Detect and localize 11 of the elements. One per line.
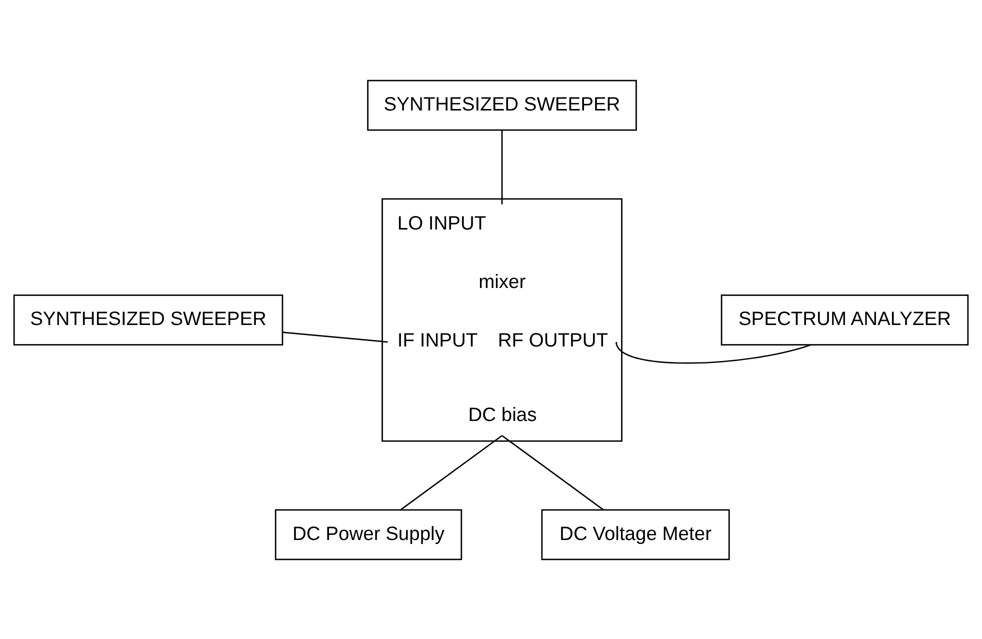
connector: [501, 130, 503, 204]
node-box: DC Voltage Meter: [541, 508, 730, 560]
connector: [616, 341, 812, 364]
node-box: SYNTHESIZED SWEEPER: [13, 294, 284, 345]
node-box: DC Power Supply: [274, 508, 462, 560]
node-box: SYNTHESIZED SWEEPER: [367, 79, 637, 130]
node-box: SPECTRUM ANALYZER: [720, 294, 969, 345]
connector: [502, 434, 604, 510]
node-box: LO INPUT mixer IF INPUT RF OUTPUT DC bias: [382, 198, 622, 442]
connector: [282, 331, 388, 342]
connector: [400, 434, 502, 510]
